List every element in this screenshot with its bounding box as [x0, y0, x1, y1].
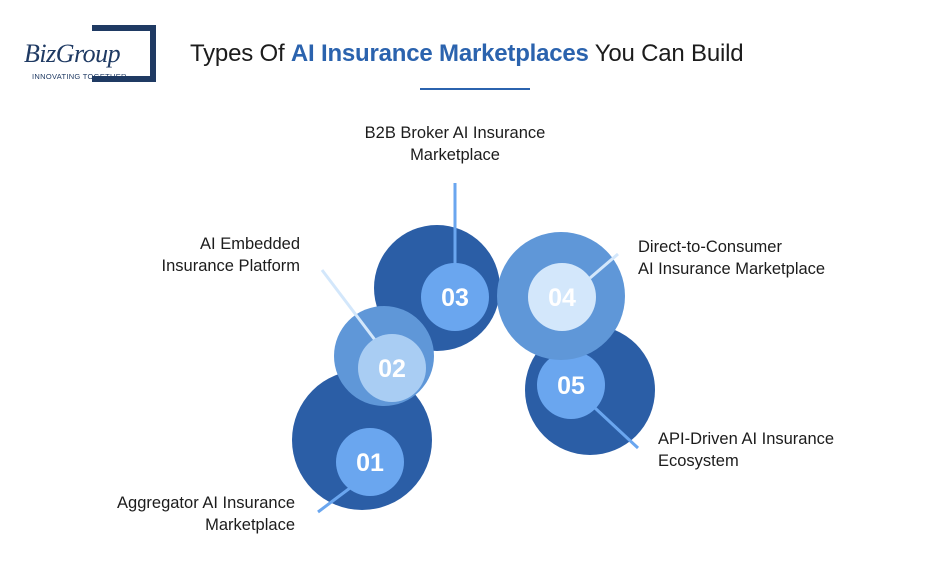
label-item-03-line2: Marketplace — [410, 146, 500, 164]
node-02: 02 — [320, 269, 434, 406]
bizgroup-logo: BizGroup INNOVATING TOGETHER — [24, 25, 159, 85]
label-item-03-line1: B2B Broker AI Insurance — [364, 124, 546, 142]
title-suffix: You Can Build — [588, 40, 744, 67]
title-prefix: Types Of — [190, 40, 291, 67]
label-item-04: Direct-to-Consumer AI Insurance Marketpl… — [638, 236, 898, 280]
title-underline — [420, 88, 530, 90]
node-05-inner — [537, 351, 605, 419]
label-item-05-line2: Ecosystem — [658, 452, 739, 470]
title-highlight: AI Insurance Marketplaces — [290, 40, 589, 67]
node-05-number: 05 — [557, 372, 585, 400]
node-05-connector — [593, 406, 640, 450]
label-item-01-line1: Aggregator AI Insurance — [117, 494, 295, 512]
page-title: Types Of AI Insurance Marketplaces You C… — [190, 40, 790, 68]
label-item-02-line2: Insurance Platform — [161, 257, 300, 275]
label-item-03: B2B Broker AI Insurance Marketplace — [335, 122, 575, 166]
label-item-05-line1: API-Driven AI Insurance — [658, 430, 835, 448]
node-02-connector — [320, 269, 377, 341]
logo-wordmark: BizGroup — [24, 39, 121, 68]
node-03-number: 03 — [441, 284, 469, 312]
node-04: 04 — [497, 232, 625, 360]
node-01-inner — [336, 428, 404, 496]
label-item-04-line1: Direct-to-Consumer — [638, 238, 782, 256]
node-04-inner — [528, 263, 596, 331]
logo-tagline: INNOVATING TOGETHER — [32, 72, 127, 81]
node-01: 01 — [292, 370, 432, 514]
node-01-number: 01 — [356, 449, 384, 477]
label-item-01: Aggregator AI Insurance Marketplace — [60, 492, 295, 536]
node-04-number: 04 — [548, 284, 576, 312]
node-04-connector — [589, 252, 619, 280]
label-item-04-line2: AI Insurance Marketplace — [638, 260, 826, 278]
label-item-02: AI Embedded Insurance Platform — [100, 233, 300, 277]
node-01-connector — [317, 486, 351, 514]
node-02-inner — [358, 334, 426, 402]
node-03-inner — [421, 263, 489, 331]
label-item-01-line2: Marketplace — [205, 516, 295, 534]
logo-frame — [92, 25, 156, 82]
label-item-05: API-Driven AI Insurance Ecosystem — [658, 428, 898, 472]
label-item-02-line1: AI Embedded — [200, 235, 300, 253]
node-02-number: 02 — [378, 355, 406, 383]
